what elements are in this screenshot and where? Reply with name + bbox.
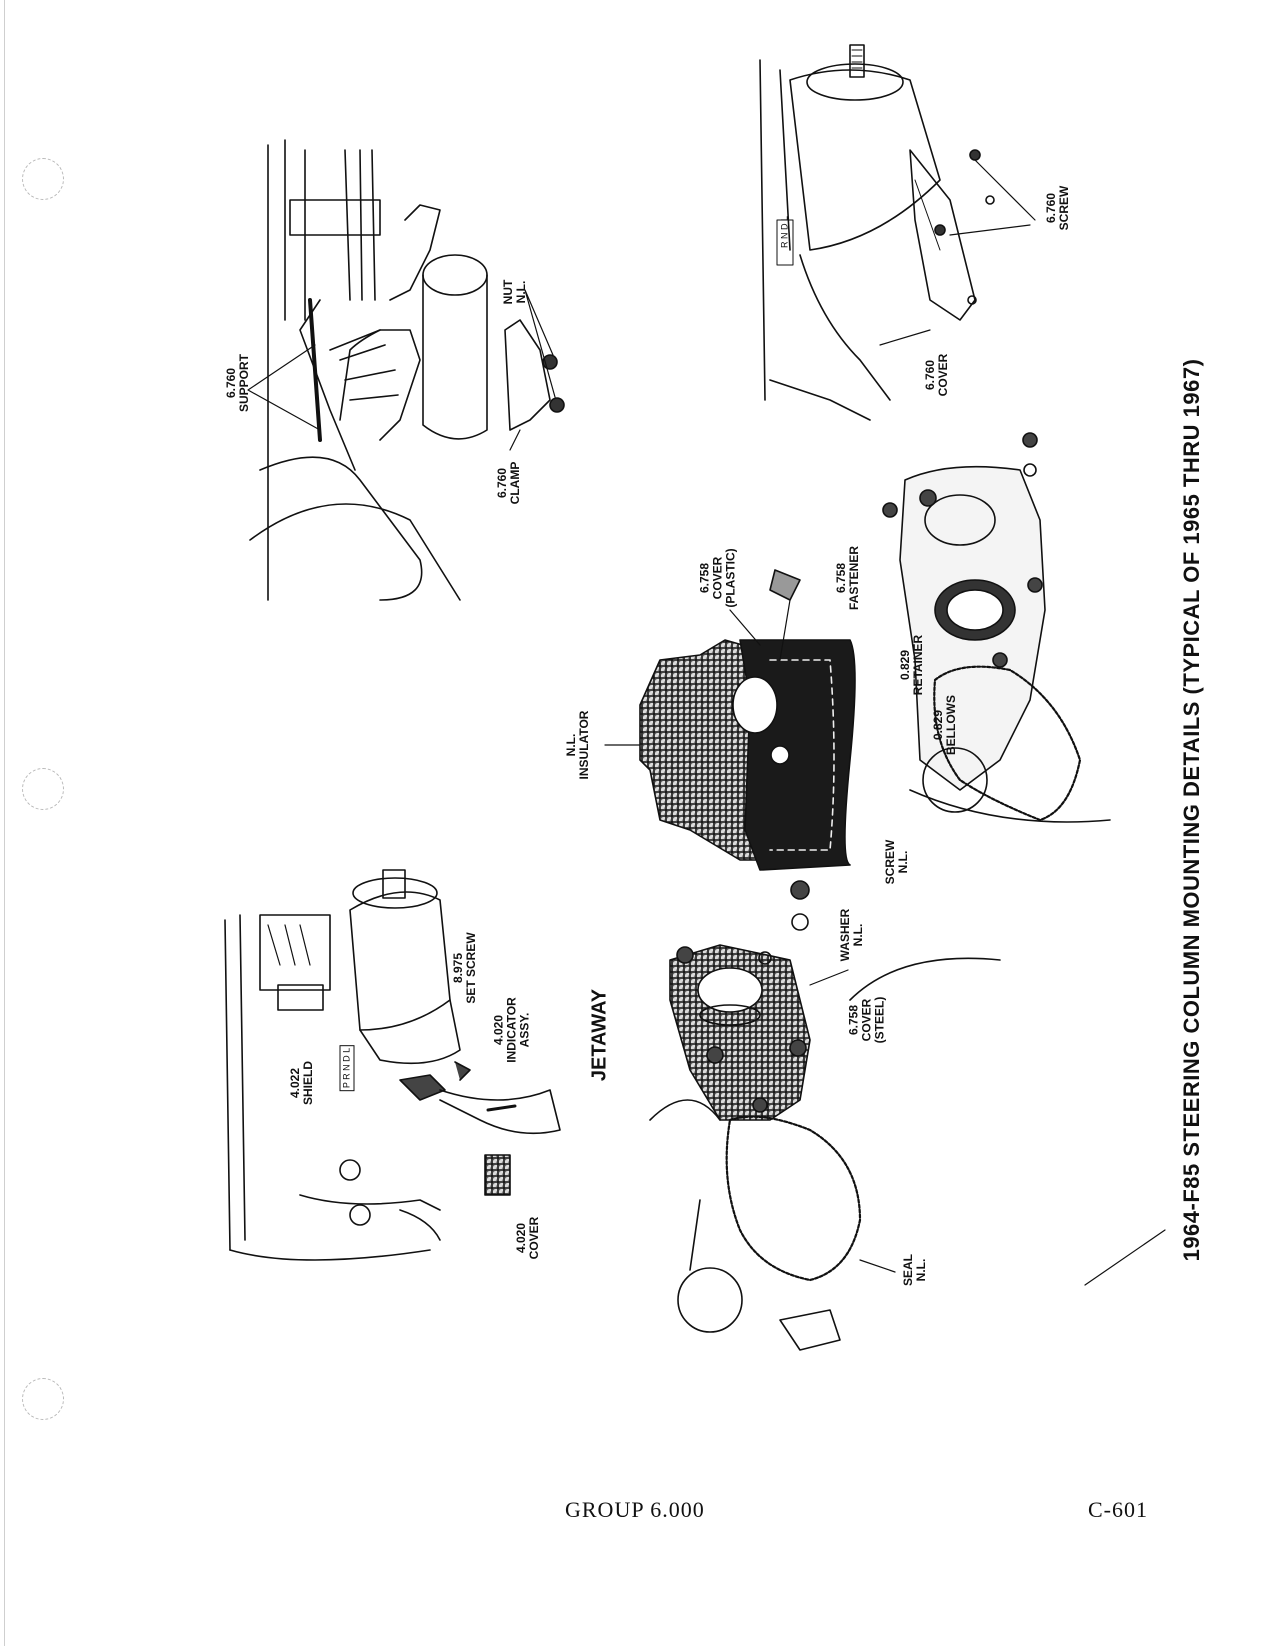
jetaway-heading: JETAWAY <box>588 988 611 1082</box>
callout-insulator: N.L.INSULATOR <box>564 710 591 780</box>
support-clamp-view <box>248 140 564 600</box>
retainer-bellows-view <box>883 433 1110 822</box>
binder-hole <box>22 1378 64 1420</box>
quadrant-mark-bottom: P R N D L <box>339 1044 355 1092</box>
jetaway-indicator-view <box>225 870 560 1260</box>
column-cover-view <box>760 45 1035 420</box>
quadrant-mark-top: R N D L <box>779 215 790 249</box>
page-title: 1964-F85 STEERING COLUMN MOUNTING DETAIL… <box>1179 358 1204 1262</box>
cover-insulator-view <box>605 570 855 870</box>
footer-group: GROUP 6.000 <box>565 1497 705 1522</box>
binder-hole <box>22 768 64 810</box>
steel-cover-seal-view <box>650 881 1000 1350</box>
binder-hole <box>22 158 64 200</box>
footer-page-number: C-601 <box>1088 1497 1148 1522</box>
page-edge-line <box>4 0 5 1646</box>
